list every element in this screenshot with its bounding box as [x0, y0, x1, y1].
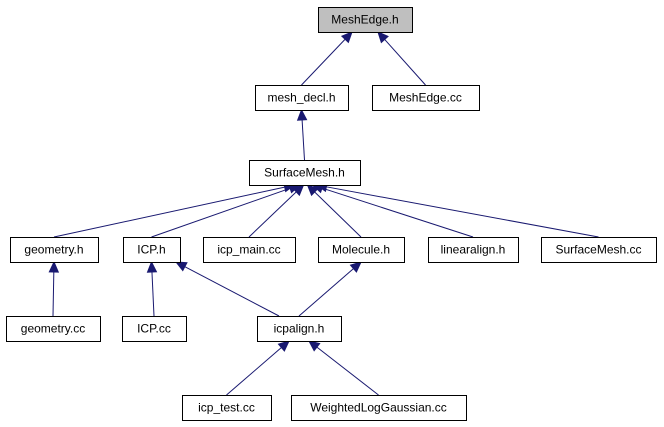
edge-line: [53, 186, 285, 238]
edge-line: [226, 347, 282, 396]
edge-line: [321, 187, 474, 238]
node-box: [372, 85, 480, 111]
edge-linearalign-h-to-surface-mesh-h: [311, 183, 474, 238]
edge-line: [384, 39, 426, 86]
edge-line: [151, 271, 155, 317]
node-label: MeshEdge.h: [331, 13, 398, 27]
node-box: [182, 395, 272, 421]
node-geometry-cc[interactable]: geometry.cc: [6, 316, 101, 342]
edge-mesh-decl-h-to-mesh-edge-h: [301, 31, 353, 86]
node-icp-cc[interactable]: ICP.cc: [122, 316, 187, 342]
node-label: linearalign.h: [441, 243, 506, 257]
arrowhead-icon: [308, 340, 321, 352]
arrowhead-icon: [306, 184, 319, 197]
node-box: [255, 85, 349, 111]
node-label: ICP.h: [137, 243, 165, 257]
node-box: [428, 237, 519, 263]
node-box: [122, 316, 187, 342]
node-geometry-h[interactable]: geometry.h: [10, 237, 99, 263]
node-box: [291, 395, 467, 421]
edge-line: [248, 191, 297, 238]
edge-mesh-edge-cc-to-mesh-edge-h: [377, 31, 426, 86]
edge-surface-mesh-h-to-mesh-decl-h: [296, 108, 308, 161]
nodes-layer: MeshEdge.h mesh_decl.h MeshEdge.ccSurfaceM…: [6, 7, 657, 421]
node-surface-mesh-h[interactable]: SurfaceMesh.h: [249, 160, 361, 186]
node-label: SurfaceMesh.cc: [555, 243, 641, 257]
node-label: Molecule.h: [332, 243, 390, 257]
arrowhead-icon: [292, 184, 305, 197]
node-mesh-decl-h[interactable]: mesh_decl.h: [255, 85, 349, 111]
arrowhead-icon: [146, 260, 158, 273]
node-icpalign-h[interactable]: icpalign.h: [257, 316, 342, 342]
node-label: ICP.cc: [137, 322, 171, 336]
arrowhead-icon: [48, 260, 60, 273]
edge-line: [316, 346, 379, 396]
node-label: SurfaceMesh.h: [264, 166, 345, 180]
node-icp-main-cc[interactable]: icp_main.cc: [203, 237, 296, 263]
edge-icpalign-h-to-molecule-h: [298, 261, 362, 317]
arrowhead-icon: [349, 261, 362, 273]
node-label: MeshEdge.cc: [389, 91, 462, 105]
edge-line: [298, 268, 354, 317]
edge-line: [301, 119, 305, 161]
node-icp-test-cc[interactable]: icp_test.cc: [182, 395, 272, 421]
node-box: [257, 316, 342, 342]
node-label: mesh_decl.h: [267, 91, 335, 105]
node-box: [541, 237, 657, 263]
node-box: [249, 160, 361, 186]
edge-icp-main-cc-to-surface-mesh-h: [248, 184, 305, 238]
edge-line: [301, 38, 346, 86]
node-mesh-edge-h[interactable]: MeshEdge.h: [318, 7, 413, 33]
arrowhead-icon: [340, 31, 353, 44]
node-label: WeightedLogGaussian.cc: [310, 401, 447, 415]
node-box: [318, 7, 413, 33]
node-box: [10, 237, 99, 263]
node-label: geometry.h: [24, 243, 83, 257]
arrowhead-icon: [377, 31, 389, 44]
edge-line: [184, 266, 280, 317]
edge-icp-cc-to-icp-h: [146, 260, 158, 317]
edge-surface-mesh-cc-to-surface-mesh-h: [315, 181, 599, 238]
edge-line: [151, 187, 291, 238]
node-mesh-edge-cc[interactable]: MeshEdge.cc: [372, 85, 480, 111]
node-box: [6, 316, 101, 342]
node-label: icpalign.h: [274, 322, 325, 336]
edge-icpalign-h-to-icp-h: [174, 261, 280, 317]
edge-line: [326, 186, 599, 238]
edge-molecule-h-to-surface-mesh-h: [306, 184, 362, 238]
arrowhead-icon: [296, 108, 308, 121]
edge-icp-test-cc-to-icpalign-h: [226, 340, 290, 396]
edge-geometry-cc-to-geometry-h: [48, 260, 60, 317]
node-box: [203, 237, 296, 263]
edge-line: [52, 271, 55, 317]
edges-layer: [48, 31, 599, 396]
arrowhead-icon: [277, 340, 290, 352]
edge-line: [314, 191, 362, 238]
node-label: geometry.cc: [21, 322, 85, 336]
node-label: icp_main.cc: [217, 243, 280, 257]
node-label: icp_test.cc: [198, 401, 255, 415]
node-box: [318, 237, 405, 263]
node-box: [123, 237, 181, 263]
node-surface-mesh-cc[interactable]: SurfaceMesh.cc: [541, 237, 657, 263]
edge-weighted-log-gaussian-cc-to-icpalign-h: [308, 340, 379, 396]
node-weighted-log-gaussian-cc[interactable]: WeightedLogGaussian.cc: [291, 395, 467, 421]
arrowhead-icon: [174, 261, 188, 272]
node-linearalign-h[interactable]: linearalign.h: [428, 237, 519, 263]
node-icp-h[interactable]: ICP.h: [123, 237, 181, 263]
node-molecule-h[interactable]: Molecule.h: [318, 237, 405, 263]
